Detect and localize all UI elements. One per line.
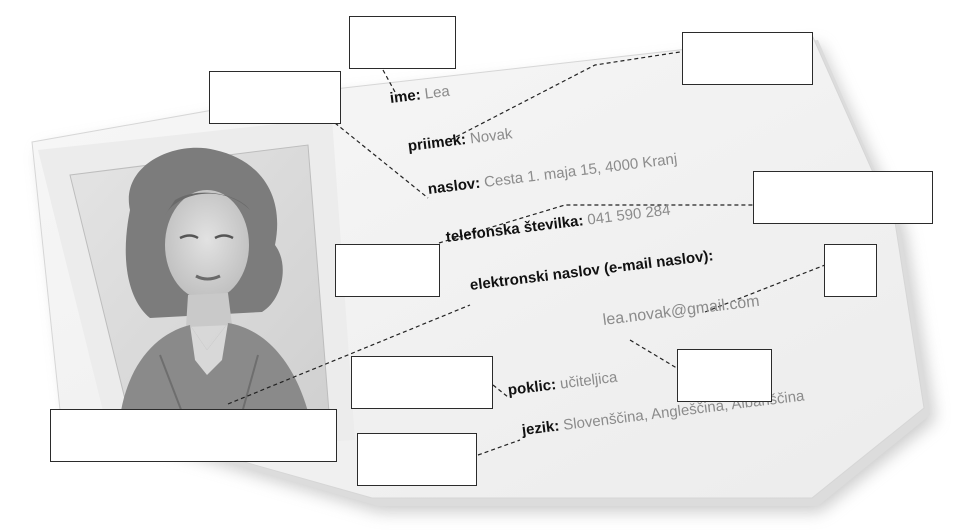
label-box-priimek[interactable] [682, 32, 813, 85]
leader-line-naslov [334, 122, 429, 199]
label-box-poklic[interactable] [351, 356, 493, 409]
leader-line-email-bottom [629, 339, 686, 374]
label-box-email-bottom[interactable] [677, 349, 772, 402]
leader-line-poklic [492, 384, 509, 398]
label-box-jezik[interactable] [357, 433, 477, 486]
leader-line-jezik [477, 439, 521, 456]
label-box-email-right[interactable] [824, 244, 877, 297]
label-box-naslov[interactable] [209, 71, 341, 124]
field-ime-value: Lea [419, 82, 451, 104]
leader-line-telefon [438, 204, 753, 244]
leader-lines [227, 51, 826, 456]
leader-line-priimek [449, 51, 681, 141]
label-box-photo[interactable] [335, 244, 440, 297]
woman-portrait-icon [118, 147, 312, 440]
leader-line-email [704, 264, 826, 313]
label-box-telefon[interactable] [753, 171, 933, 224]
label-box-ime[interactable] [349, 16, 456, 69]
label-box-elektronski-naslov[interactable] [50, 409, 337, 462]
leader-line-elektronski-naslov [227, 304, 471, 405]
